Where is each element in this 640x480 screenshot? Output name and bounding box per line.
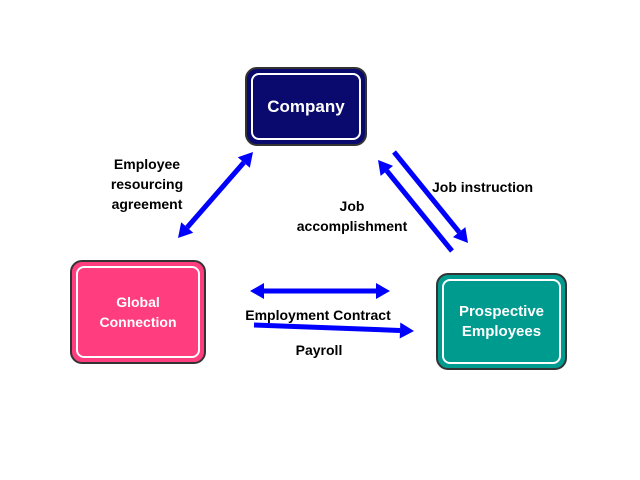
employment-contract-arrow-tail (250, 283, 264, 299)
employee-resourcing-agreement-label: Employee resourcing agreement (110, 156, 184, 212)
job-instruction-arrow (392, 150, 462, 234)
job-instruction-label: Job instruction (432, 179, 534, 195)
prospective-employees-node: Prospective Employees (436, 273, 567, 370)
global-connection-label: Global Connection (76, 266, 200, 358)
job-accomplishment-arrow-head (378, 160, 394, 176)
job-accomplishment-label: Job accomplishment (296, 198, 408, 234)
prospective-employees-label: Prospective Employees (442, 279, 561, 364)
resourcing-agreement-arrow-head (178, 222, 194, 238)
payroll-arrow (253, 322, 401, 333)
employment-contract-label: Employment Contract (245, 307, 391, 323)
global-connection-node: Global Connection (70, 260, 206, 364)
job-accomplishment-arrow (384, 169, 454, 253)
payroll-label: Payroll (295, 342, 343, 358)
employment-contract-arrow-head (376, 283, 390, 299)
payroll-arrow-head (399, 322, 414, 339)
company-label: Company (251, 73, 361, 140)
resourcing-agreement-arrow (185, 160, 246, 230)
resourcing-agreement-arrow-tail (237, 152, 253, 168)
job-instruction-arrow-head (452, 227, 468, 243)
company-node: Company (245, 67, 367, 146)
